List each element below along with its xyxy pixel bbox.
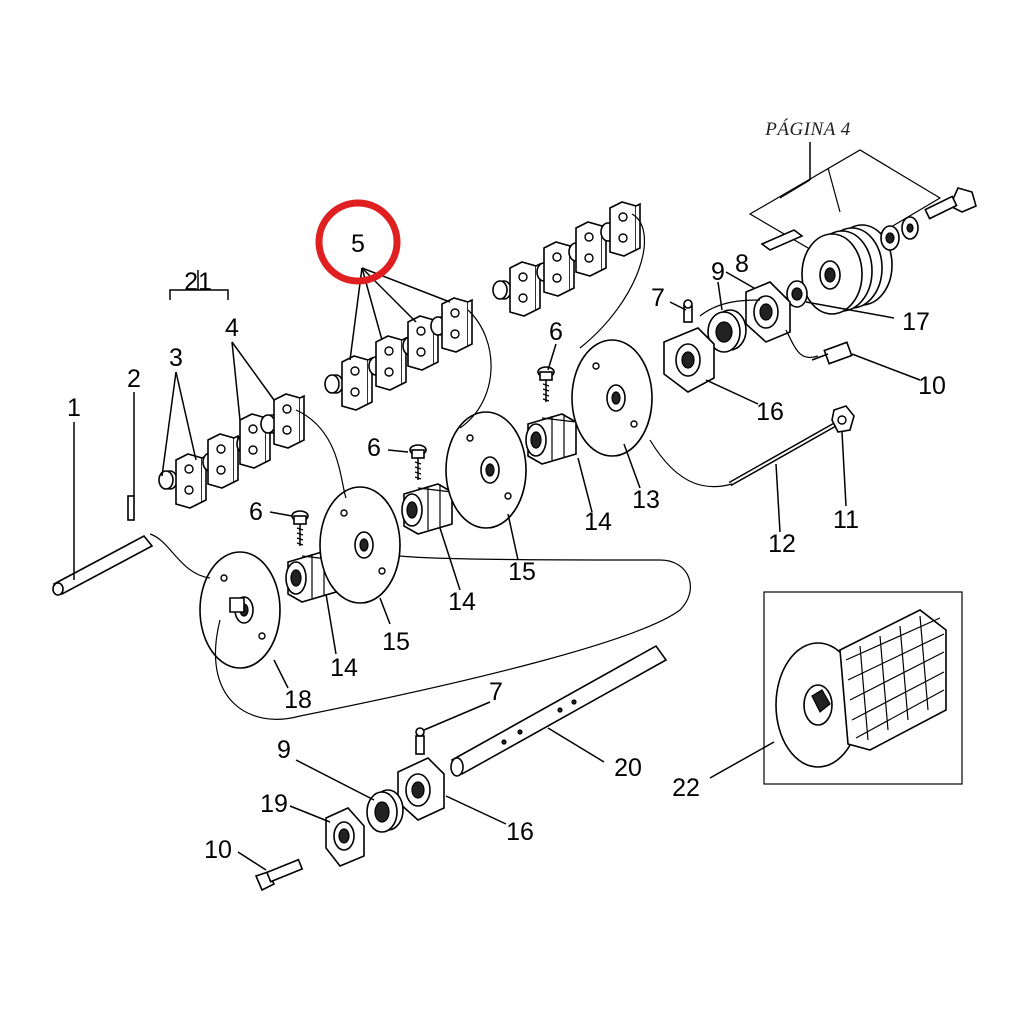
page-reference-bracket bbox=[748, 149, 942, 263]
callout-8: 8 bbox=[735, 250, 749, 278]
hub-bolt-2 bbox=[409, 444, 427, 481]
callout-6-a: 6 bbox=[249, 498, 263, 526]
callout-15-a: 15 bbox=[382, 628, 410, 656]
callout-10-a: 10 bbox=[918, 372, 946, 400]
right-long-bolt bbox=[811, 341, 853, 365]
left-bearing-flange bbox=[325, 807, 365, 867]
pulley-bolt bbox=[924, 187, 977, 220]
hub-bolt-3 bbox=[537, 366, 555, 403]
callout-11: 11 bbox=[833, 506, 859, 534]
middle-disc-1 bbox=[319, 486, 401, 604]
assembly-line bbox=[149, 533, 211, 579]
grease-fitting-right bbox=[683, 299, 693, 323]
left-flange-bolt bbox=[254, 858, 304, 892]
callout-9-a: 9 bbox=[711, 258, 725, 286]
drive-shaft bbox=[450, 644, 668, 777]
callout-16-b: 16 bbox=[506, 818, 534, 846]
roll-pin bbox=[127, 495, 135, 521]
callout-4: 4 bbox=[225, 314, 239, 342]
complete-rotor-inset bbox=[763, 591, 963, 785]
blade-group-left bbox=[158, 393, 305, 509]
callout-14-a: 14 bbox=[330, 654, 358, 682]
pulley-key bbox=[760, 229, 804, 251]
middle-disc-2 bbox=[445, 411, 527, 529]
callout-21: 21 bbox=[184, 268, 212, 296]
end-disc-right bbox=[571, 339, 653, 457]
pulley-spacer-ring bbox=[786, 280, 808, 308]
callout-numbers: 1 2 21 3 4 5 6 6 6 7 9 8 17 10 16 13 11 … bbox=[67, 230, 946, 864]
washer bbox=[880, 216, 919, 251]
hub-2 bbox=[401, 483, 453, 535]
callout-3: 3 bbox=[169, 344, 183, 372]
callout-14-b: 14 bbox=[448, 588, 476, 616]
blade-group-middle bbox=[324, 297, 473, 411]
right-bearing-housing bbox=[663, 327, 715, 393]
callout-15-b: 15 bbox=[508, 558, 536, 586]
drive-pulley bbox=[801, 224, 893, 315]
callout-20: 20 bbox=[614, 754, 642, 782]
hub-3 bbox=[525, 413, 577, 465]
callout-16-a: 16 bbox=[756, 398, 784, 426]
end-disc-left bbox=[199, 551, 281, 669]
callout-7-b: 7 bbox=[489, 678, 503, 706]
callout-9-b: 9 bbox=[277, 736, 291, 764]
blade-group-right bbox=[492, 201, 641, 317]
callout-17: 17 bbox=[902, 308, 930, 336]
left-bearing-housing bbox=[397, 757, 445, 821]
hub-bolt-1 bbox=[291, 510, 309, 547]
grease-fitting-left bbox=[415, 727, 425, 755]
callout-6-c: 6 bbox=[549, 318, 563, 346]
callout-22: 22 bbox=[672, 774, 700, 802]
callout-12: 12 bbox=[768, 530, 796, 558]
callout-18: 18 bbox=[284, 686, 312, 714]
callout-6-b: 6 bbox=[367, 434, 381, 462]
callout-19: 19 bbox=[260, 790, 288, 818]
callout-7-a: 7 bbox=[651, 284, 665, 312]
callout-10-b: 10 bbox=[204, 836, 232, 864]
callout-2: 2 bbox=[127, 365, 141, 393]
callout-5: 5 bbox=[351, 230, 365, 258]
right-bearing bbox=[707, 309, 747, 353]
callout-1: 1 bbox=[67, 394, 81, 422]
tie-rod bbox=[728, 421, 838, 487]
callout-14-c: 14 bbox=[584, 508, 612, 536]
page-reference-label: PÁGINA 4 bbox=[764, 118, 850, 140]
right-bearing-flange bbox=[745, 281, 791, 343]
long-shaft bbox=[52, 534, 154, 596]
highlight-circle bbox=[315, 199, 401, 285]
hex-nut bbox=[831, 405, 855, 433]
left-bearing bbox=[366, 789, 404, 833]
callout-13: 13 bbox=[632, 486, 660, 514]
